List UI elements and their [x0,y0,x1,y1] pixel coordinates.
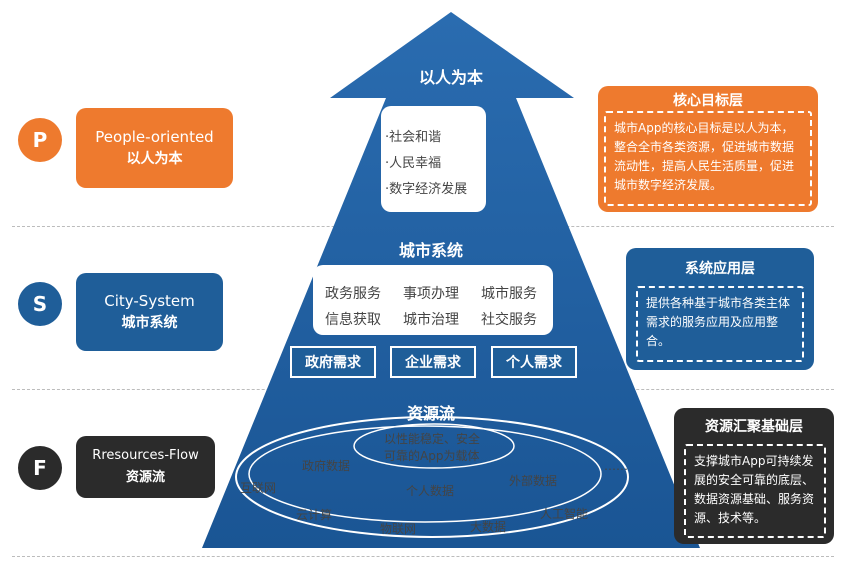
goal-item: ·社会和谐 [385,130,442,145]
service-item: 城市治理 [403,312,459,328]
row-f-en: Rresources-Flow [92,448,199,463]
carrier-line-1: 以性能稳定、安全 [384,432,481,446]
resource-ai: 人工智能 [540,507,589,521]
resource-external-data: 外部数据 [509,474,558,488]
carrier-ellipse [353,423,515,469]
resource-more: …… [604,459,628,473]
resource-base-layer-title: 资源汇聚基础层 [705,419,803,435]
row-p-label-box: People-oriented 以人为本 [76,108,233,188]
row-s-label-box: City-System 城市系统 [76,273,223,351]
core-goal-layer-title: 核心目标层 [673,93,743,109]
core-goal-layer-box: 核心目标层 城市App的核心目标是以人为本，整合全市各类资源，促进城市数据流动性… [598,86,818,212]
resource-base-layer-text: 支撑城市App可持续发展的安全可靠的底层、数据资源基础、服务资源、技术等。 [684,444,826,538]
need-personal: 个人需求 [491,346,577,378]
row-p-circle: P [18,118,62,162]
resource-bigdata: 大数据 [470,520,507,534]
carrier-line-2: 可靠的App为载体 [384,449,480,463]
resources-outer-ellipse [235,416,629,538]
row-p-zh: 以人为本 [126,151,183,167]
service-item: 社交服务 [481,312,537,328]
goal-item: ·数字经济发展 [385,182,468,197]
row-p-en: People-oriented [95,128,214,146]
need-government: 政府需求 [290,346,376,378]
resource-gov-data: 政府数据 [302,459,351,473]
resources-inner-ellipse [248,425,602,523]
service-item: 政务服务 [325,286,381,302]
row-f-label-box: Rresources-Flow 资源流 [76,436,215,498]
system-app-layer-text: 提供各种基于城市各类主体需求的服务应用及应用整合。 [636,286,804,362]
system-app-layer-title: 系统应用层 [685,261,755,277]
bottom-title: 资源流 [406,404,455,423]
system-app-layer-box: 系统应用层 提供各种基于城市各类主体需求的服务应用及应用整合。 [626,248,814,370]
service-item: 事项办理 [403,286,459,302]
service-item: 城市服务 [481,286,537,302]
resource-internet: 互联网 [240,481,277,495]
service-item: 信息获取 [325,312,381,328]
need-enterprise: 企业需求 [390,346,476,378]
resource-cloud: 云计算 [296,508,333,522]
services-box: 政务服务 事项办理 城市服务 信息获取 城市治理 社交服务 [313,265,553,335]
row-f-zh: 资源流 [125,470,165,485]
top-title: 以人为本 [418,68,483,87]
goal-item: ·人民幸福 [385,156,442,171]
row-s-zh: 城市系统 [121,315,178,331]
resource-base-layer-box: 资源汇聚基础层 支撑城市App可持续发展的安全可靠的底层、数据资源基础、服务资源… [674,408,834,544]
row-s-circle: S [18,282,62,326]
resource-personal-data: 个人数据 [406,484,455,498]
row-f-circle: F [18,446,62,490]
core-goal-layer-text: 城市App的核心目标是以人为本，整合全市各类资源，促进城市数据流动性，提高人民生… [604,111,812,206]
goals-box: ·社会和谐 ·人民幸福 ·数字经济发展 [381,106,486,212]
divider-base [12,556,834,557]
resource-iot: 物联网 [380,522,417,536]
row-s-en: City-System [104,292,195,310]
middle-title: 城市系统 [398,241,463,260]
